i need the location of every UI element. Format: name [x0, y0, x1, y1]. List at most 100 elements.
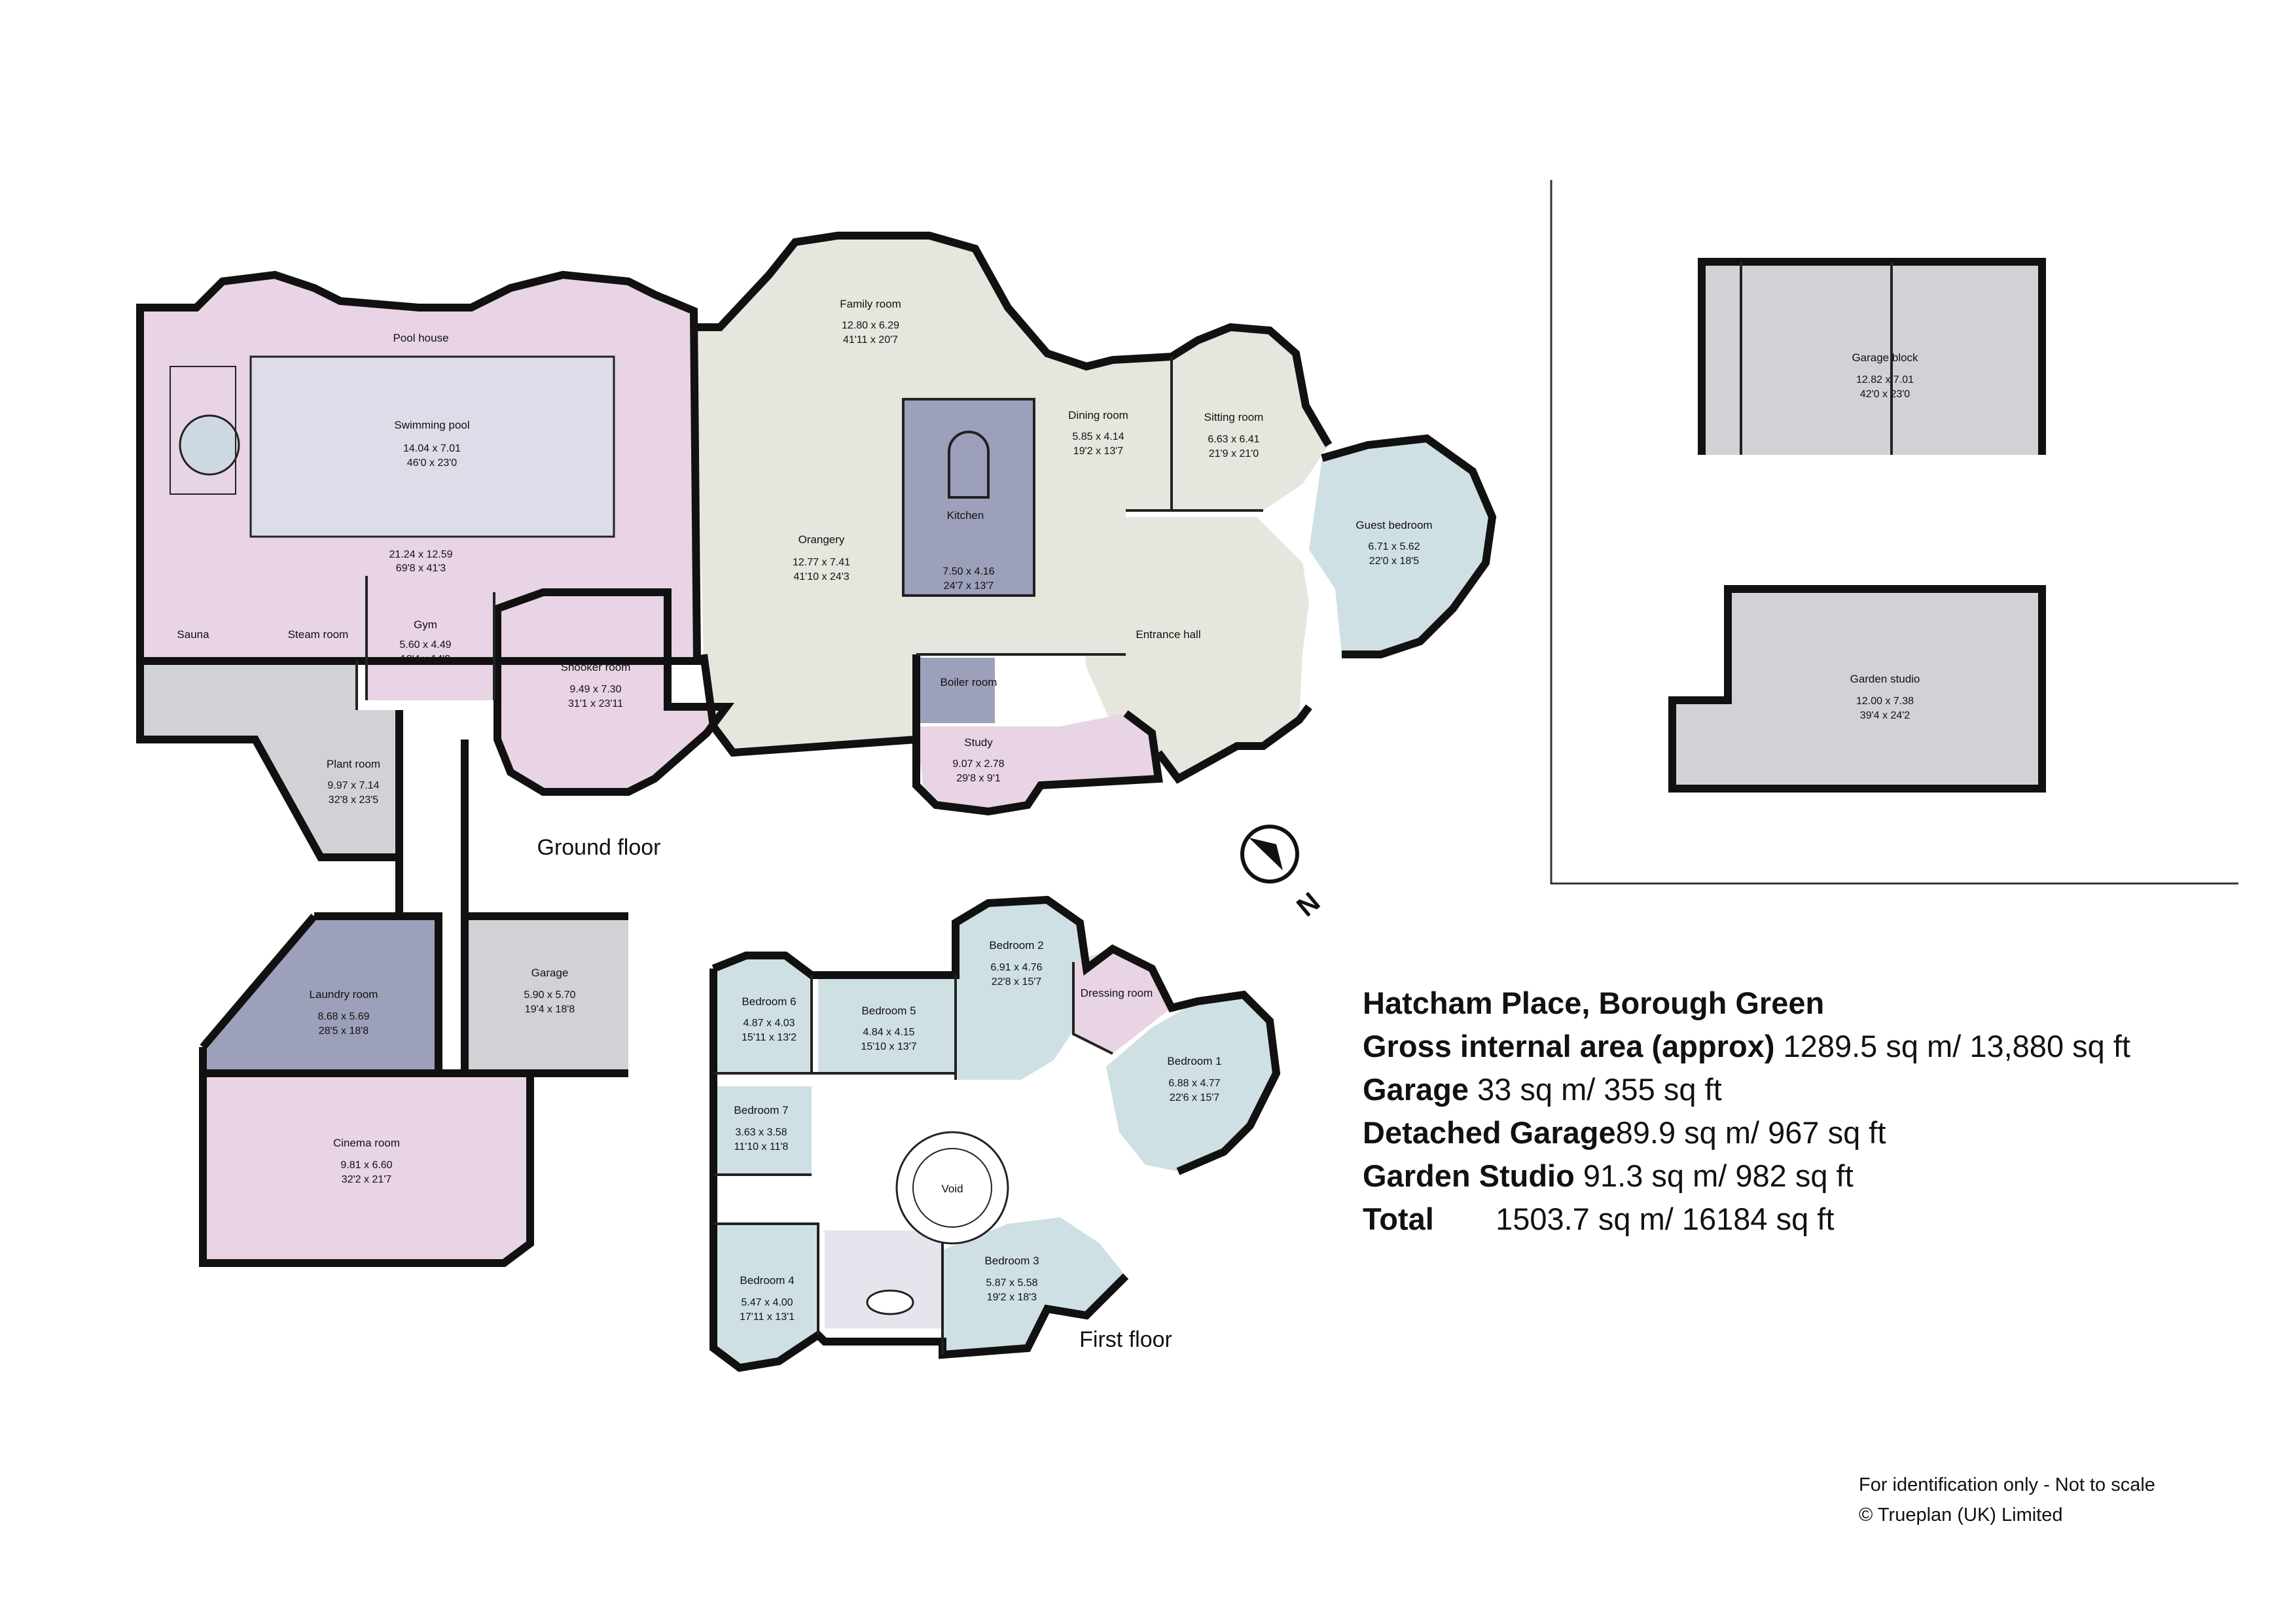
- room-label-gym: Gym: [414, 618, 437, 631]
- room-label-steam-room: Steam room: [288, 628, 349, 641]
- room-label-gym-dim-metric: 5.60 x 4.49: [399, 639, 451, 651]
- room-label-bedroom-2-dim-imperial: 22'8 x 15'7: [992, 976, 1041, 988]
- room-label-swimming-pool-dim-imperial: 46'0 x 23'0: [407, 457, 457, 469]
- bedroom-2-area: [956, 900, 1086, 1080]
- room-label-bedroom-6-dim-imperial: 15'11 x 13'2: [742, 1032, 797, 1043]
- spa-pool: [179, 414, 240, 476]
- kitchen-area: [903, 399, 1034, 524]
- first-floor-partitions: [713, 962, 1113, 1355]
- area-label: Garden Studio: [1363, 1158, 1575, 1193]
- room-label-pool-house-dim-imperial: 69'8 x 41'3: [396, 563, 446, 574]
- cinema-room-area: [203, 1073, 530, 1263]
- room-label-pool-house: Pool house: [393, 332, 448, 344]
- area-row-gross: Gross internal area (approx) 1289.5 sq m…: [1363, 1025, 2130, 1068]
- area-label: Garage: [1363, 1072, 1469, 1107]
- entrance-walls: [1155, 704, 1312, 784]
- bedroom-6-area: [713, 955, 812, 1073]
- room-label-plant-room-dim-metric: 9.97 x 7.14: [327, 780, 379, 791]
- room-label-guest-bedroom-dim-imperial: 22'0 x 18'5: [1369, 556, 1419, 567]
- garage-area: [465, 916, 628, 1073]
- first-floor-plan: [709, 895, 1281, 1372]
- guest-bedroom-area: [1309, 438, 1492, 654]
- garden-studio-area: [1728, 589, 2042, 789]
- sitting-room-area: [1172, 327, 1329, 510]
- room-label-guest-bedroom-dim-metric: 6.71 x 5.62: [1368, 541, 1420, 552]
- plant-room-walls: [136, 661, 403, 861]
- bedroom-1-area: [1106, 995, 1276, 1171]
- area-value: 1503.7 sq m/ 16184 sq ft: [1496, 1202, 1835, 1236]
- guest-bedroom-walls: [1321, 434, 1497, 658]
- room-label-laundry-room: Laundry room: [310, 988, 378, 1001]
- room-label-bedroom-7-dim-metric: 3.63 x 3.58: [735, 1127, 787, 1138]
- study-area: [916, 713, 1158, 812]
- room-label-guest-bedroom: Guest bedroom: [1355, 519, 1432, 531]
- void-inner-circle: [912, 1148, 992, 1228]
- area-value: 91.3 sq m/ 982 sq ft: [1583, 1158, 1854, 1193]
- room-label-kitchen: Kitchen: [947, 509, 984, 522]
- room-label-entrance-hall: Entrance hall: [1136, 628, 1200, 641]
- ground-floor-title: Ground floor: [537, 835, 661, 860]
- room-label-bedroom-4: Bedroom 4: [740, 1274, 794, 1287]
- room-label-study: Study: [964, 736, 993, 749]
- outbuilding-divider: [1550, 180, 2238, 885]
- gym-area: [367, 576, 494, 700]
- first-floor-walls: [711, 895, 1281, 1175]
- compass-north-label: N: [1291, 886, 1325, 923]
- garden-studio-walls: [1668, 585, 2046, 793]
- room-label-plant-room: Plant room: [327, 758, 380, 770]
- room-label-bedroom-5-dim-imperial: 15'10 x 13'7: [861, 1041, 916, 1052]
- room-label-pool-house-dim-metric: 21.24 x 12.59: [389, 549, 453, 560]
- spa-surround: [170, 366, 236, 495]
- room-label-garage-block: Garage block: [1852, 351, 1918, 364]
- room-label-bedroom-1: Bedroom 1: [1167, 1055, 1221, 1067]
- room-label-bedroom-7: Bedroom 7: [734, 1104, 788, 1116]
- bedroom-7-area: [713, 1086, 812, 1175]
- area-label: Detached Garage: [1363, 1115, 1616, 1150]
- room-label-garage-dim-imperial: 19'4 x 18'8: [525, 1004, 575, 1015]
- room-label-bedroom-6-dim-metric: 4.87 x 4.03: [743, 1018, 795, 1029]
- footer-note: For identification only - Not to scale: [1859, 1474, 2155, 1495]
- room-label-boiler-room: Boiler room: [941, 676, 997, 688]
- room-label-bedroom-2: Bedroom 2: [989, 939, 1043, 952]
- room-label-sitting-room: Sitting room: [1204, 411, 1264, 423]
- room-label-bedroom-3-dim-imperial: 19'2 x 18'3: [987, 1292, 1037, 1303]
- room-label-bedroom-2-dim-metric: 6.91 x 4.76: [990, 962, 1042, 973]
- footer-copyright: © Trueplan (UK) Limited: [1859, 1505, 2063, 1525]
- room-label-swimming-pool-dim-metric: 14.04 x 7.01: [403, 443, 461, 454]
- sauna-area: [167, 596, 219, 658]
- room-label-garage: Garage: [531, 967, 569, 979]
- swimming-pool: [249, 355, 615, 538]
- area-row-detached-garage: Detached Garage89.9 sq m/ 967 sq ft: [1363, 1111, 2130, 1154]
- room-label-kitchen-dim-imperial: 24'7 x 13'7: [944, 580, 994, 592]
- room-label-laundry-room-dim-metric: 8.68 x 5.69: [317, 1011, 369, 1022]
- bath-tub: [866, 1289, 914, 1315]
- room-label-garden-studio-dim-metric: 12.00 x 7.38: [1856, 696, 1914, 707]
- kitchen-island: [948, 431, 990, 499]
- snooker-room-area: [497, 592, 726, 792]
- entrance-hall-area: [1080, 517, 1309, 779]
- room-label-bedroom-4-dim-imperial: 17'11 x 13'1: [740, 1311, 795, 1323]
- room-label-laundry-room-dim-imperial: 28'5 x 18'8: [319, 1026, 368, 1037]
- room-label-dressing-room: Dressing room: [1081, 987, 1153, 999]
- area-summary: Hatcham Place, Borough Green Gross inter…: [1363, 982, 2130, 1241]
- interior-partitions: [355, 357, 1263, 710]
- room-label-garden-studio: Garden studio: [1850, 673, 1920, 685]
- room-label-study-dim-metric: 9.07 x 2.78: [952, 758, 1004, 770]
- room-label-bedroom-3-dim-metric: 5.87 x 5.58: [986, 1277, 1037, 1289]
- garage-block-partitions: [1740, 262, 1893, 455]
- room-label-bedroom-6: Bedroom 6: [742, 995, 796, 1008]
- room-label-cinema-room-dim-metric: 9.81 x 6.60: [340, 1160, 392, 1171]
- boiler-room-area: [916, 658, 995, 723]
- room-label-plant-room-dim-imperial: 32'8 x 23'5: [329, 794, 378, 806]
- room-label-sitting-room-dim-metric: 6.63 x 6.41: [1208, 434, 1259, 445]
- room-label-orangery: Orangery: [798, 533, 845, 546]
- room-label-sauna: Sauna: [177, 628, 209, 641]
- garden-studio-annex-area: [1672, 700, 1728, 789]
- garage-block-area: [1702, 262, 2042, 455]
- garage-walls: [461, 912, 628, 1077]
- first-floor-walls-2: [709, 969, 1129, 1372]
- corridor-walls: [395, 740, 469, 916]
- room-label-snooker-room-dim-metric: 9.49 x 7.30: [569, 684, 621, 695]
- area-row-total: Total 1503.7 sq m/ 16184 sq ft: [1363, 1198, 2130, 1241]
